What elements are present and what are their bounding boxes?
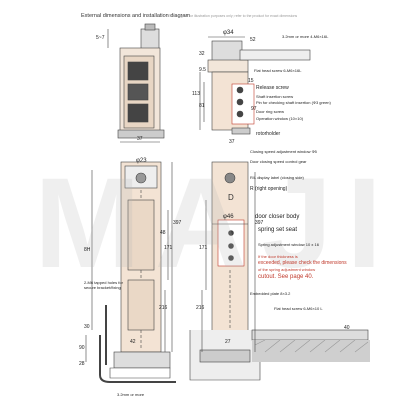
- dim-label-42: 42: [130, 339, 136, 345]
- red-note-3: of the spring adjustment window: [258, 267, 316, 272]
- dim-label-27: 27: [225, 339, 231, 345]
- right-top-flange: [207, 59, 249, 73]
- dim-label-37: 37: [137, 136, 143, 142]
- dim-label-81: 81: [199, 103, 205, 109]
- maji-watermark: MAJI: [34, 152, 396, 295]
- left-view: [85, 23, 176, 383]
- embedded-plate-label: Embedded plate 8×3.2: [250, 291, 291, 296]
- shaft-insertion-label: Shaft insertion screw: [256, 94, 294, 99]
- door-closer-body-label: door closer body: [255, 214, 300, 220]
- dim-label-15: 15: [248, 78, 254, 84]
- right-floor-hatch-lines: [254, 339, 369, 353]
- hole-note-1: 2-M6 tapped holes for: [84, 280, 123, 285]
- dim-label-171-right: 171: [199, 245, 208, 251]
- door-ring-label: Door ring screw: [256, 109, 285, 114]
- left-mid-plate: [117, 129, 165, 139]
- left-window-2: [127, 83, 149, 101]
- right-spring-hole-1: [228, 230, 234, 236]
- dim-label-5-7: 5~7: [96, 35, 105, 41]
- left-body-inner-2: [127, 279, 155, 331]
- right-foot: [199, 349, 251, 363]
- operation-window-label: Operation window (10×10): [256, 116, 304, 121]
- closing-adjust-label: Closing speed adjustment window Ф5: [250, 149, 317, 154]
- left-bracket: [99, 335, 176, 383]
- right-screw-3: [236, 110, 244, 118]
- left-top-knob: [144, 23, 156, 31]
- right-view: D: [189, 36, 370, 381]
- dim-label-216-right: 216: [196, 305, 205, 311]
- dim-label-97: 97: [251, 106, 257, 112]
- rotor-holder-label: rotorholder: [256, 131, 281, 137]
- red-note-4: cutout. See page 40.: [258, 274, 314, 280]
- red-note-2: exceeded, please check the dimensions: [258, 260, 347, 266]
- dim-label-48: 48: [160, 230, 166, 236]
- svg-text:D: D: [228, 193, 234, 202]
- spring-window-label: Spring adjustment window 10 x 16: [258, 242, 319, 247]
- left-adjust-hole: [135, 172, 147, 184]
- dim-label-397-right: 397: [255, 220, 264, 226]
- hole-note-2: secure bracket/fixing: [84, 285, 121, 290]
- dim-label-216: 216: [159, 305, 168, 311]
- right-screw-2: [236, 98, 244, 106]
- dim-label-397: 397: [173, 220, 182, 226]
- dim-label-8h: 8H: [84, 247, 91, 253]
- right-screw-1: [236, 86, 244, 94]
- r-display-label: R/L display label (closing side): [250, 175, 304, 180]
- diagram-title: External dimensions and installation dia…: [81, 13, 191, 19]
- dim-label-phi23: φ23: [136, 158, 147, 164]
- right-top-arm: [239, 49, 311, 61]
- dim-label-phi34: φ34: [223, 30, 234, 36]
- right-rotor-holder: [231, 127, 251, 135]
- spring-seat-label: spring set seat: [258, 227, 298, 233]
- screw-note: 3.2mm or more: [117, 392, 145, 397]
- shaft-pin-label: Pin for checking shaft insertion (Ф3 gre…: [256, 100, 331, 105]
- dim-label-171: 171: [164, 245, 173, 251]
- dim-label-90: 90: [79, 345, 85, 351]
- dim-label-113: 113: [192, 91, 200, 97]
- diagram-subtitle: The image is for illustration purposes o…: [168, 14, 298, 18]
- left-foot: [113, 351, 171, 369]
- dim-label-52: 52: [250, 37, 256, 43]
- right-top-cap: [211, 40, 243, 62]
- closing-guard-label: Door closing speed control gear: [250, 159, 307, 164]
- left-window-1: [127, 61, 149, 81]
- left-window-3: [127, 103, 149, 123]
- right-floor-plate: [251, 329, 369, 341]
- flat-head-screw-label: Flat head screw 6-M6×16L: [254, 68, 302, 73]
- left-body-inner: [127, 199, 155, 271]
- red-note-1: If the door thickness is: [258, 254, 298, 259]
- dim-label-40: 40: [344, 325, 350, 331]
- dim-label-9-5: 9.5: [199, 67, 206, 73]
- flat-head-bottom-label: Flat head screw 6-M6×10 L: [274, 306, 323, 311]
- dim-label-30: 30: [84, 324, 90, 330]
- dim-label-32: 32: [199, 51, 205, 57]
- right-spring-hole-2: [228, 243, 234, 249]
- right-spring-hole-3: [228, 255, 234, 261]
- phi46-label: φ46: [223, 214, 234, 220]
- thread-note: 3.2mm or more 4-M6×16L: [282, 34, 329, 39]
- left-base: [109, 367, 171, 379]
- dim-label-28: 28: [79, 361, 85, 367]
- release-screw-label: Release screw: [256, 85, 289, 91]
- right-adjust-hole: [224, 172, 236, 184]
- r-opening-label: R (right opening): [250, 186, 288, 192]
- dim-label-37-right: 37: [229, 139, 235, 145]
